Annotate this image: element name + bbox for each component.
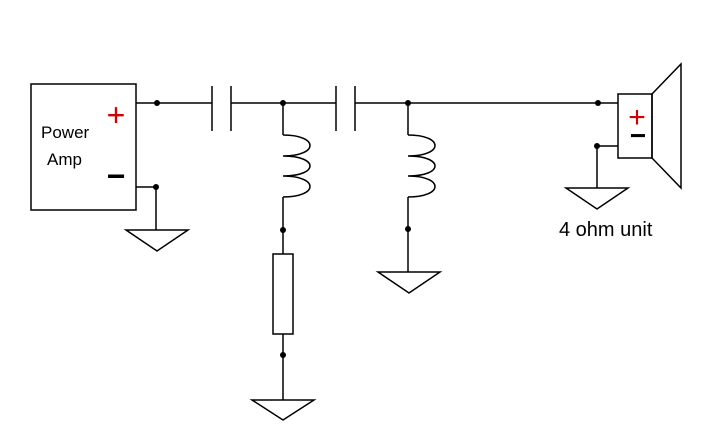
junction-dot [405,226,411,232]
junction-dot [280,100,286,106]
ground-branch-2 [375,271,443,294]
ground-speaker [563,187,631,210]
amp-minus-sign: − [107,158,126,194]
junction-dot [595,100,601,106]
speaker-plus-sign: + [628,101,646,134]
speaker-cone [651,62,682,190]
junction-dot [280,352,286,358]
speaker-negative-wire [596,145,618,188]
resistor [272,253,294,335]
amp-label-line2: Amp [47,150,82,169]
inductor-1 [282,134,311,198]
speaker-minus-sign: − [630,120,646,151]
inductor-2 [407,134,436,198]
capacitor-2 [335,86,356,131]
power-amp-box [30,83,137,211]
amp-plus-sign: + [107,97,126,133]
amp-negative-wire [136,186,157,230]
junction-dot [405,100,411,106]
capacitor-1 [211,86,232,131]
junction-dot [154,100,160,106]
junction-dot [280,227,286,233]
ground-branch-1 [249,399,317,421]
junction-dot [153,184,159,190]
amp-label-line1: Power [41,123,90,142]
ground-amp [123,229,191,252]
junction-dot [594,143,600,149]
speaker-label: 4 ohm unit [559,219,653,241]
